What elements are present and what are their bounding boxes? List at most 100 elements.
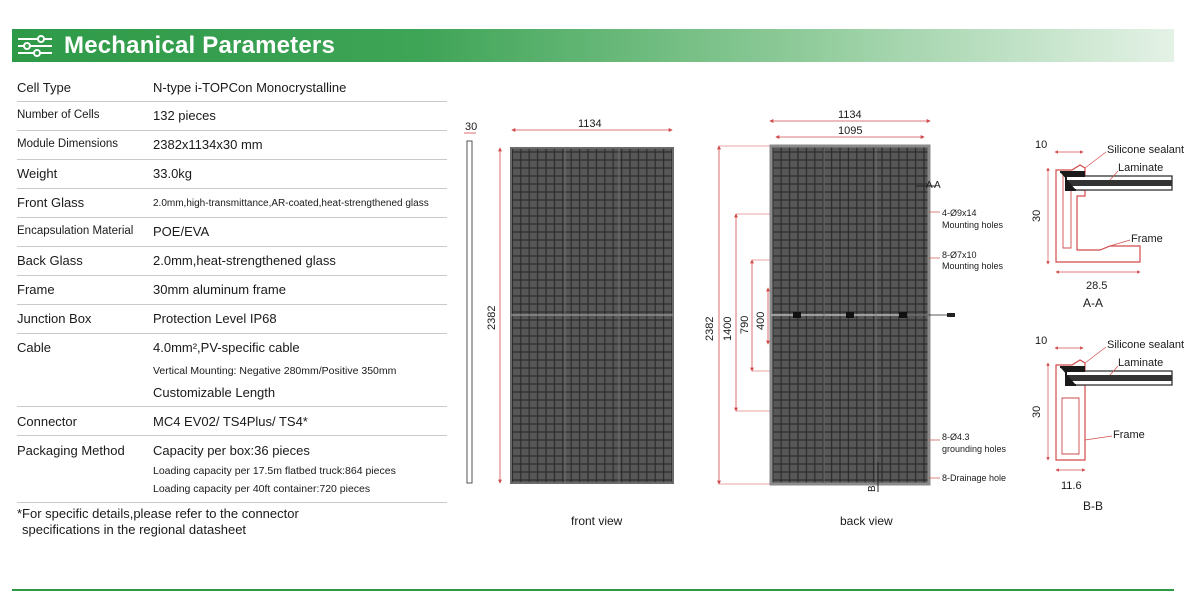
aa-sealant-leader: [1084, 151, 1107, 169]
param-value: 132 pieces: [153, 108, 216, 123]
section-b-label: B: [867, 485, 878, 492]
aa-height-dim: 30: [1031, 210, 1043, 222]
param-label: Packaging Method: [17, 443, 125, 458]
aa-top-dim: 10: [1035, 139, 1047, 151]
thickness-dim: 30: [465, 121, 477, 133]
aa-bottom-dim: 28.5: [1086, 280, 1107, 292]
callout-mounting1-a: 4-Ø9x14: [942, 208, 977, 218]
param-value-line3: Loading capacity per 40ft container:720 …: [153, 483, 371, 495]
param-label: Number of Cells: [17, 109, 100, 121]
aa-laminate-label: Laminate: [1118, 162, 1163, 174]
param-row-connector: Connector MC4 EV02/ TS4Plus/ TS4*: [17, 407, 447, 436]
callout-mounting1-b: Mounting holes: [942, 220, 1004, 230]
param-label: Weight: [17, 166, 58, 181]
dim-1400: 1400: [722, 317, 734, 341]
param-row-weight: Weight 33.0kg: [17, 160, 447, 189]
param-value: 4.0mm²,PV-specific cable: [153, 340, 300, 355]
module-side-profile: [466, 140, 473, 484]
footnote: *For specific details,please refer to th…: [17, 506, 299, 538]
aa-sealant: [1060, 171, 1085, 191]
bb-sealant: [1060, 366, 1085, 386]
aa-frame-profile: [1055, 164, 1141, 263]
param-row-cable: Cable 4.0mm²,PV-specific cable Vertical …: [17, 334, 447, 407]
param-label: Module Dimensions: [17, 138, 118, 150]
param-row-junction-box: Junction Box Protection Level IP68: [17, 305, 447, 334]
back-view-caption: back view: [840, 514, 893, 528]
param-value: 2.0mm,high-transmittance,AR-coated,heat-…: [153, 198, 429, 209]
bb-frame-leader: [1084, 435, 1113, 441]
dim-790: 790: [739, 316, 751, 334]
bb-height-dim: 30: [1031, 406, 1043, 418]
aa-sealant-label: Silicone sealant: [1107, 144, 1184, 156]
footnote-line1: *For specific details,please refer to th…: [17, 506, 299, 521]
callout-mounting2-a: 8-Ø7x10: [942, 250, 977, 260]
param-row-module-dimensions: Module Dimensions 2382x1134x30 mm: [17, 131, 447, 160]
param-row-packaging: Packaging Method Capacity per box:36 pie…: [17, 436, 447, 503]
callout-drain: 8-Drainage hole: [942, 473, 1006, 483]
back-view: 1134 1095 2382 1400 790 400 A A B: [704, 109, 1007, 528]
param-value: Capacity per box:36 pieces: [153, 443, 310, 458]
front-view: 30 1134 2382 front view: [464, 118, 674, 528]
param-row-front-glass: Front Glass 2.0mm,high-transmittance,AR-…: [17, 189, 447, 218]
section-bb: 10 30 Silicone sealant Laminate Frame 11…: [1031, 335, 1184, 513]
page-title: Mechanical Parameters: [64, 32, 336, 59]
param-label: Back Glass: [17, 253, 83, 268]
aa-caption: A-A: [1083, 296, 1103, 310]
param-label: Junction Box: [17, 311, 92, 326]
bb-caption: B-B: [1083, 499, 1103, 513]
callout-ground-a: 8-Ø4.3: [942, 432, 970, 442]
junction-box: [899, 312, 907, 318]
section-a-label-2: A: [934, 180, 941, 191]
junction-box: [793, 312, 801, 318]
param-label: Cell Type: [17, 80, 71, 95]
parameters-table: Cell Type N-type i-TOPCon Monocrystallin…: [17, 74, 447, 503]
param-value-line2: Vertical Mounting: Negative 280mm/Positi…: [153, 365, 397, 377]
width-dim: 1134: [578, 118, 602, 130]
connector-plug: [947, 313, 955, 317]
callout-mounting2-b: Mounting holes: [942, 261, 1004, 271]
section-header: Mechanical Parameters: [12, 29, 1174, 62]
param-row-encapsulation: Encapsulation Material POE/EVA: [17, 218, 447, 247]
back-height-dim: 2382: [704, 317, 716, 341]
param-label: Frame: [17, 282, 55, 297]
back-inner-width-dim: 1095: [838, 125, 862, 137]
front-view-caption: front view: [571, 514, 623, 528]
bb-laminate-label: Laminate: [1118, 357, 1163, 369]
aa-frame-leader: [1109, 239, 1131, 247]
param-row-back-glass: Back Glass 2.0mm,heat-strengthened glass: [17, 247, 447, 276]
aa-frame-label: Frame: [1131, 233, 1163, 245]
bb-top-dim: 10: [1035, 335, 1047, 347]
junction-box: [846, 312, 854, 318]
param-value: Protection Level IP68: [153, 311, 277, 326]
param-value: MC4 EV02/ TS4Plus/ TS4*: [153, 414, 308, 429]
bb-frame-cavity: [1061, 397, 1080, 455]
param-label: Cable: [17, 340, 51, 355]
param-value: 2382x1134x30 mm: [153, 137, 263, 152]
aa-laminate-leader: [1109, 170, 1119, 181]
footer-rule: [12, 589, 1174, 591]
param-label: Encapsulation Material: [17, 225, 134, 237]
section-aa: 10 30 Silicone sealant Laminate Frame 28…: [1031, 139, 1184, 310]
bb-sealant-leader: [1084, 346, 1107, 364]
aa-laminate-core: [1066, 180, 1172, 186]
bb-laminate-core: [1066, 375, 1172, 381]
callout-ground-b: grounding holes: [942, 444, 1007, 454]
param-value: N-type i-TOPCon Monocrystalline: [153, 80, 347, 95]
footnote-line2: specifications in the regional datasheet: [22, 522, 247, 537]
param-label: Front Glass: [17, 195, 85, 210]
bb-bottom-dim: 11.6: [1061, 480, 1082, 492]
param-row-number-of-cells: Number of Cells 132 pieces: [17, 102, 447, 131]
sliders-icon: [18, 35, 52, 57]
param-value: POE/EVA: [153, 224, 210, 239]
param-value: 2.0mm,heat-strengthened glass: [153, 253, 336, 268]
param-value: 33.0kg: [153, 166, 193, 181]
section-a-label: A: [926, 180, 933, 191]
back-width-dim: 1134: [838, 109, 862, 121]
param-value: 30mm aluminum frame: [153, 282, 286, 297]
height-dim: 2382: [486, 306, 498, 330]
param-row-frame: Frame 30mm aluminum frame: [17, 276, 447, 305]
bb-laminate-leader: [1109, 365, 1119, 376]
dim-400: 400: [755, 312, 767, 330]
param-row-cell-type: Cell Type N-type i-TOPCon Monocrystallin…: [17, 74, 447, 102]
